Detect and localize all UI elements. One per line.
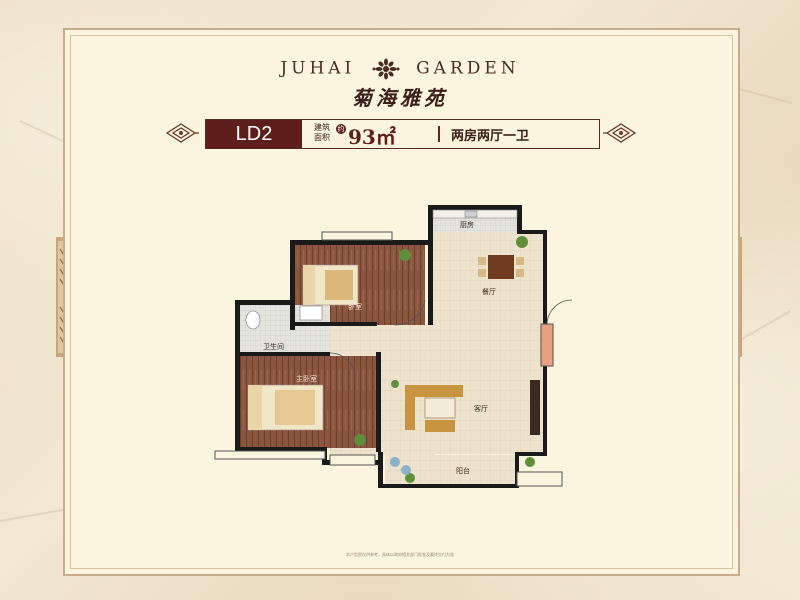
left-ornament-icon [165, 123, 199, 143]
flower-logo-icon [372, 58, 400, 80]
label-bedroom: 卧室 [348, 302, 362, 311]
bedroom-bed [302, 264, 359, 306]
area-label: 建筑面积 [314, 123, 330, 142]
unit-title-bar: LD2 建筑面积 约 93㎡ 两房两厅一卫 [205, 119, 600, 149]
living-sofa [405, 385, 463, 432]
area-badge: 约 [336, 124, 346, 134]
label-living: 客厅 [474, 404, 488, 413]
balcony-chairs [390, 457, 411, 475]
label-kitchen: 厨房 [460, 220, 474, 229]
brand-english: JUHAI GARDEN [0, 58, 800, 80]
bathroom-fixtures [245, 305, 323, 330]
label-master-bedroom: 主卧室 [296, 374, 317, 383]
brand-english-right: GARDEN [416, 58, 520, 79]
brand-english-left: JUHAI [280, 58, 356, 79]
area-value: 93㎡ [348, 125, 396, 149]
label-bathroom: 卫生间 [263, 342, 284, 351]
windows [214, 231, 563, 487]
plants [354, 236, 535, 483]
title-divider [438, 126, 440, 142]
brand-chinese-name: 菊海雅苑 [352, 86, 448, 110]
door-swings [329, 299, 573, 379]
master-bed [247, 384, 324, 431]
kitchen-counter [432, 209, 518, 219]
label-dining: 餐厅 [482, 287, 496, 296]
label-balcony: 阳台 [456, 466, 470, 475]
dining-table [478, 255, 524, 279]
disclaimer-footnote: 本户型图仅供参考，具体以政府相关部门批准及最终交付为准 [346, 552, 454, 557]
right-ornament-icon [603, 123, 637, 143]
tv-cabinet [530, 380, 540, 435]
unit-code: LD2 [206, 120, 302, 148]
layout-type: 两房两厅一卫 [451, 129, 530, 144]
